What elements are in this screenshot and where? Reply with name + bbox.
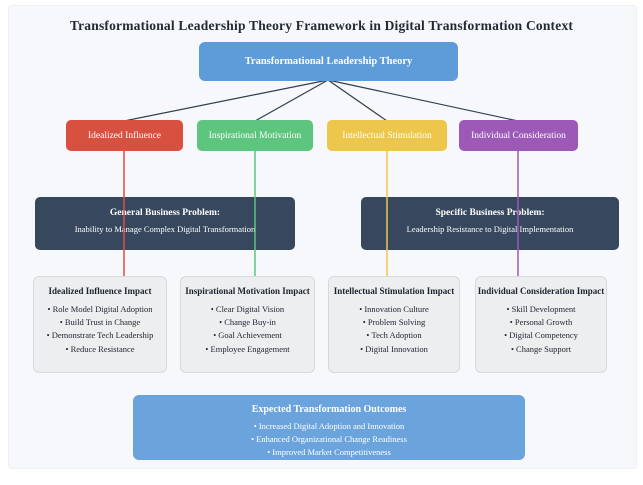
impact-item: Digital Competency [476,329,606,342]
impact-item: Build Trust in Change [34,316,166,329]
specific-business-problem-subtitle: Leadership Resistance to Digital Impleme… [406,224,574,234]
impact-item: Skill Development [476,303,606,316]
impact-item: Problem Solving [329,316,459,329]
impact-item: Reduce Resistance [34,343,166,356]
general-business-problem-title: General Business Problem: [109,208,221,218]
expected-outcomes-box: Expected Transformation Outcomes Increas… [133,395,525,460]
diagram-title: Transformational Leadership Theory Frame… [69,18,574,33]
impact-title: Inspirational Motivation Impact [185,286,310,296]
outcome-item: Enhanced Organizational Change Readiness [133,433,525,446]
pillar-node-intellectual-stimulation: Intellectual Stimulation [327,120,447,151]
impact-item: Employee Engagement [181,343,314,356]
general-business-problem-box: General Business Problem: Inability to M… [35,197,295,250]
expected-outcomes-title: Expected Transformation Outcomes [251,404,407,415]
impact-item: Innovation Culture [329,303,459,316]
impact-item: Personal Growth [476,316,606,329]
impact-title: Individual Consideration Impact [477,286,605,296]
impact-item: Change Buy-in [181,316,314,329]
impact-item: Change Support [476,343,606,356]
impact-item: Role Model Digital Adoption [34,303,166,316]
specific-business-problem-title: Specific Business Problem: [435,208,545,218]
impact-item: Clear Digital Vision [181,303,314,316]
outcome-item: Improved Market Competitiveness [133,446,525,459]
impact-title: Intellectual Stimulation Impact [333,286,455,296]
root-node-transformational-leadership-theory: Transformational Leadership Theory [199,42,458,81]
pillar-node-inspirational-motivation: Inspirational Motivation [197,120,313,151]
impact-box-intellectual-stimulation: Intellectual Stimulation Impact Innovati… [328,276,460,373]
impact-item: Tech Adoption [329,329,459,342]
general-business-problem-subtitle: Inability to Manage Complex Digital Tran… [74,224,256,234]
impact-title: Idealized Influence Impact [48,286,152,296]
impact-item: Digital Innovation [329,343,459,356]
impact-item: Goal Achievement [181,329,314,342]
pillar-node-individual-consideration: Individual Consideration [459,120,578,151]
impact-box-individual-consideration: Individual Consideration Impact Skill De… [475,276,607,373]
impact-item: Demonstrate Tech Leadership [34,329,166,342]
outcome-item: Increased Digital Adoption and Innovatio… [133,420,525,433]
impact-box-inspirational-motivation: Inspirational Motivation Impact Clear Di… [180,276,315,373]
impact-box-idealized-influence: Idealized Influence Impact Role Model Di… [33,276,167,373]
specific-business-problem-box: Specific Business Problem: Leadership Re… [361,197,619,250]
pillar-node-idealized-influence: Idealized Influence [66,120,183,151]
